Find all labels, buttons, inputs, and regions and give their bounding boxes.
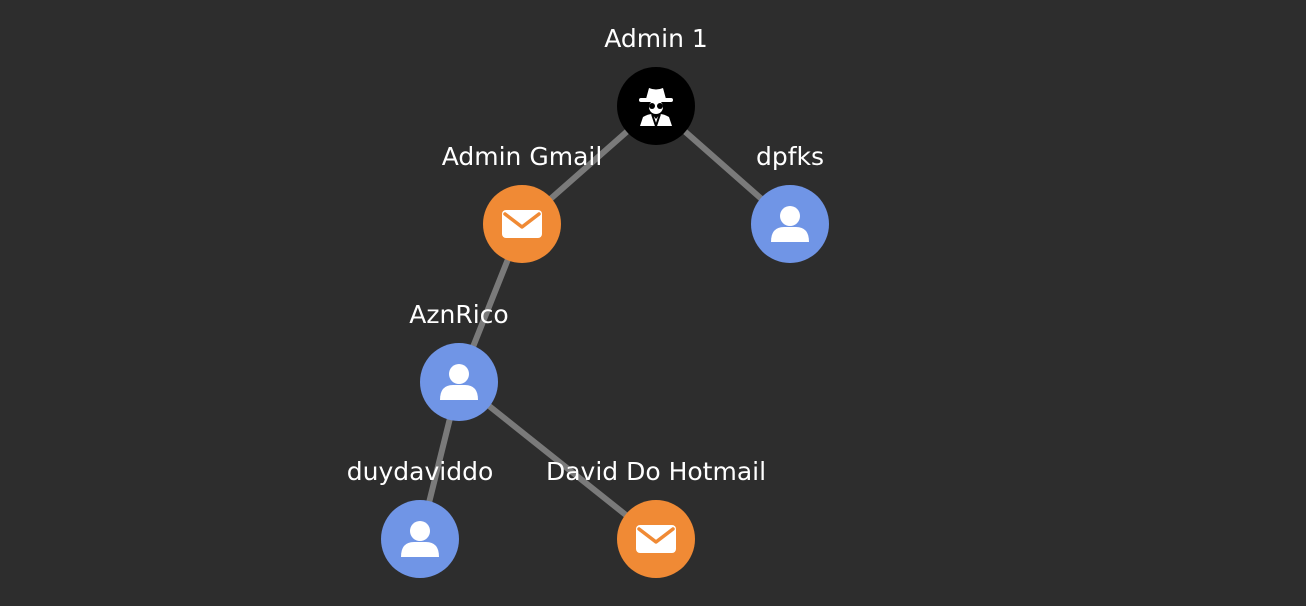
- envelope-icon: [502, 210, 542, 238]
- node-david_do_hotmail[interactable]: David Do Hotmail: [546, 457, 766, 578]
- node-label: dpfks: [756, 142, 824, 171]
- node-label: Admin 1: [604, 24, 708, 53]
- node-aznrico[interactable]: AznRico: [409, 300, 509, 421]
- edge-aznrico-to-david_do_hotmail: [456, 379, 659, 542]
- user-icon: [440, 364, 478, 400]
- node-admin_gmail[interactable]: Admin Gmail: [442, 142, 603, 263]
- node-dpfks[interactable]: dpfks: [751, 142, 829, 263]
- node-label: AznRico: [409, 300, 508, 329]
- node-admin1[interactable]: Admin 1: [604, 24, 708, 145]
- node-label: David Do Hotmail: [546, 457, 766, 486]
- node-label: Admin Gmail: [442, 142, 603, 171]
- envelope-icon: [636, 525, 676, 553]
- user-icon: [771, 206, 809, 242]
- user-icon: [401, 521, 439, 557]
- spy-icon: [639, 88, 673, 130]
- node-duydaviddo[interactable]: duydaviddo: [347, 457, 493, 578]
- node-label: duydaviddo: [347, 457, 493, 486]
